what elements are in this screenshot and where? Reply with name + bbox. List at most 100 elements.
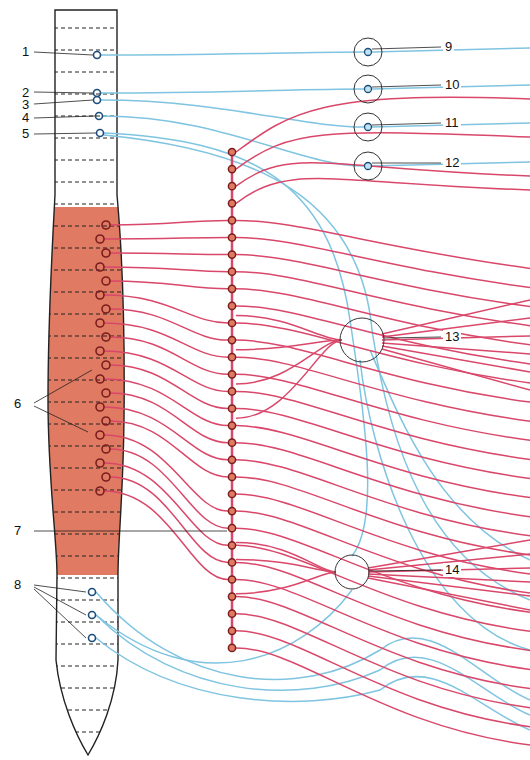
parasympathetic-nucleus	[89, 635, 96, 642]
preganglionic-fiber	[101, 100, 364, 127]
lateral-horn-nucleus	[102, 221, 110, 229]
postganglionic-fiber	[236, 562, 530, 650]
lateral-horn-nucleus	[102, 389, 110, 397]
segment-line	[40, 270, 140, 271]
pelvic-splanchnic-nerve	[96, 638, 530, 730]
chain-ganglion	[228, 166, 235, 173]
lateral-horn-nucleus	[102, 305, 110, 313]
postganglionic-fiber	[368, 576, 530, 596]
preganglionic-fiber	[110, 281, 228, 289]
vagus-branch	[360, 360, 530, 650]
chain-ganglion	[228, 285, 235, 292]
lateral-horn-nucleus	[96, 375, 104, 383]
chain-ganglion	[228, 217, 235, 224]
chain-ganglion	[228, 268, 235, 275]
lateral-horn-nucleus	[96, 459, 104, 467]
callout-number: 4	[20, 111, 31, 125]
segment-line	[40, 248, 140, 249]
lateral-horn-nucleus	[102, 333, 110, 341]
callout-number: 3	[20, 98, 31, 112]
chain-ganglion	[228, 542, 235, 549]
preganglionic-fiber	[104, 463, 228, 545]
segment-line	[40, 600, 140, 601]
postganglionic-fiber	[236, 357, 530, 421]
chain-ganglion	[228, 234, 235, 241]
segment-line	[40, 556, 140, 557]
parasympathetic-nucleus	[94, 90, 101, 97]
chain-ganglion	[228, 508, 235, 515]
segment-line	[40, 424, 140, 425]
chain-ganglion	[228, 576, 235, 583]
postganglionic-fiber	[368, 578, 530, 610]
postganglionic-fiber	[236, 614, 530, 708]
chain-ganglion	[228, 405, 235, 412]
callout-number: 13	[443, 330, 461, 344]
preganglionic-fiber	[110, 365, 228, 409]
callout-number: 12	[443, 156, 461, 170]
postganglionic-fiber	[236, 580, 530, 670]
parasympathetic-nucleus	[94, 52, 101, 59]
lateral-horn-nucleus	[96, 431, 104, 439]
chain-ganglion	[228, 251, 235, 258]
segment-line	[40, 490, 140, 491]
postganglionic-fiber	[236, 494, 530, 574]
postganglionic-fiber	[382, 349, 530, 390]
callout-number: 6	[12, 397, 23, 411]
segment-line	[40, 314, 140, 315]
callout-number: 11	[443, 116, 461, 130]
postganglionic-fiber	[236, 426, 530, 498]
chain-ganglion	[228, 388, 235, 395]
lateral-horn-nucleus	[102, 277, 110, 285]
chain-ganglion	[228, 610, 235, 617]
segment-line	[40, 292, 140, 293]
pelvic-splanchnic-nerve	[96, 592, 530, 700]
postganglionic-fiber	[236, 597, 530, 689]
preganglionic-fiber	[110, 477, 228, 562]
segment-line	[40, 666, 140, 667]
chain-ganglion	[228, 525, 235, 532]
callout-number: 8	[12, 578, 23, 592]
postganglionic-fiber	[236, 340, 530, 402]
vagus-branch	[370, 350, 530, 560]
chain-ganglion	[228, 490, 235, 497]
postganglionic-fiber	[236, 289, 530, 345]
postganglionic-fiber	[236, 545, 530, 631]
postganglionic-fiber	[382, 343, 530, 354]
preganglionic-fiber	[104, 435, 228, 511]
splanchnic-nerve	[236, 560, 336, 573]
chain-ganglion	[228, 337, 235, 344]
lateral-horn-nucleus	[102, 473, 110, 481]
segment-line	[40, 644, 140, 645]
callout-number: 10	[443, 78, 461, 92]
preganglionic-fiber	[104, 379, 228, 426]
parasympathetic-nucleus	[97, 130, 104, 137]
spinal-cord	[48, 10, 124, 755]
lateral-horn-nucleus	[96, 487, 104, 495]
splanchnic-nerve	[236, 542, 336, 572]
preganglionic-fiber	[104, 407, 228, 460]
leader-lines	[34, 47, 441, 638]
segment-line	[40, 402, 140, 403]
chain-ganglion	[228, 302, 235, 309]
lateral-horn-nucleus	[102, 417, 110, 425]
callout-number: 9	[443, 40, 454, 54]
ganglia	[335, 38, 384, 589]
postganglionic-fiber	[236, 648, 530, 745]
chain-ganglion	[228, 559, 235, 566]
segment-line	[40, 336, 140, 337]
chain-ganglion	[228, 593, 235, 600]
preganglionic-fiber	[104, 351, 228, 391]
sympathetic-trunk	[231, 152, 234, 648]
chain-ganglion	[228, 644, 235, 651]
segment-line	[40, 578, 140, 579]
parasympathetic-nucleus	[89, 612, 96, 619]
parasympathetic-nucleus	[94, 97, 101, 104]
chain-ganglion	[228, 319, 235, 326]
lateral-horn-nucleus	[102, 445, 110, 453]
postganglionic-fiber	[236, 306, 530, 364]
postganglionic-fiber	[236, 133, 530, 169]
lateral-horn-nucleus	[96, 263, 104, 271]
preganglionic-fiber	[101, 89, 364, 93]
chain-ganglion	[228, 627, 235, 634]
